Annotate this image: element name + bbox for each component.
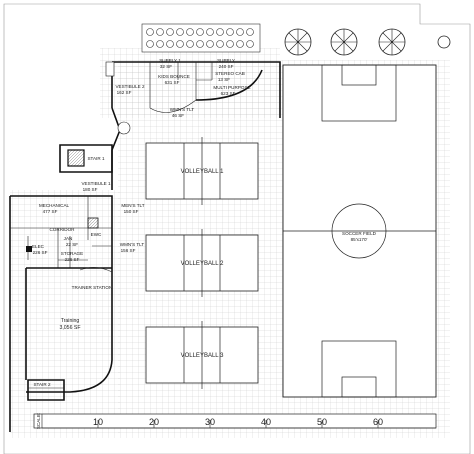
room-labels: SUPPLY 1 32 SF SUPPLY 240 SF KIDS BOUNCE… bbox=[32, 58, 377, 387]
soccer-field bbox=[282, 64, 437, 398]
label-supply1: SUPPLY 1 bbox=[159, 58, 181, 63]
label-mechanical: MECHANICAL bbox=[39, 203, 70, 208]
label-volleyball-1: VOLLEYBALL 1 bbox=[181, 169, 224, 175]
scale-tick-50: 50 bbox=[317, 417, 327, 427]
label-elec-area: 226 SF bbox=[33, 250, 48, 255]
label-volleyball-2: VOLLEYBALL 2 bbox=[181, 261, 224, 267]
label-supply: SUPPLY bbox=[217, 58, 235, 63]
label-supply1-area: 32 SF bbox=[160, 64, 172, 69]
west-wing-walls bbox=[9, 195, 113, 432]
tree-planting-row bbox=[141, 23, 261, 53]
volleyball-court-1 bbox=[145, 137, 259, 205]
label-womens-tlt-area: 46 SF bbox=[172, 113, 184, 118]
label-stair1: STAIR 1 bbox=[87, 156, 104, 161]
volleyball-court-2 bbox=[145, 229, 259, 297]
label-vestibule1-area: 180 SF bbox=[83, 187, 98, 192]
label-elec: ELEC bbox=[32, 244, 45, 249]
label-ewc: EWC bbox=[91, 232, 102, 237]
label-training-area: 3,056 SF bbox=[59, 325, 80, 331]
scale-tick-40: 40 bbox=[261, 417, 271, 427]
volleyball-court-3 bbox=[145, 321, 259, 389]
label-wmns-tlt2: WMN'S TLT bbox=[120, 242, 145, 247]
scale-tick-20: 20 bbox=[149, 417, 159, 427]
north-wing-floor bbox=[100, 48, 280, 118]
label-volleyball-3: VOLLEYBALL 3 bbox=[181, 353, 224, 359]
label-kids-bounce-area: 631 SF bbox=[165, 80, 180, 85]
label-vestibule1: VESTIBULE 1 bbox=[81, 181, 111, 186]
label-kids-bounce: KIDS BOUNCE bbox=[158, 74, 190, 79]
label-soccer-field: SOCCER FIELD bbox=[342, 231, 377, 236]
label-stair2: STAIR 2 bbox=[33, 382, 50, 387]
large-tree-symbols bbox=[284, 28, 451, 56]
label-storage: STORAGE bbox=[61, 251, 83, 256]
scale-label: SCALE: bbox=[36, 413, 41, 429]
label-stereo-cab: STEREO CAB bbox=[215, 71, 245, 76]
label-vestibule2-area: 162 SF bbox=[117, 90, 132, 95]
label-soccer-field-size: 85'x170' bbox=[351, 237, 368, 242]
scale-tick-60: 60 bbox=[373, 417, 383, 427]
label-storage-area: 226 SF bbox=[65, 257, 80, 262]
label-jan-area: 22 SF bbox=[66, 242, 78, 247]
label-mens-tlt: MEN'S TLT bbox=[121, 203, 144, 208]
scale-tick-30: 30 bbox=[205, 417, 215, 427]
label-stereo-cab-area: 13 SF bbox=[218, 77, 230, 82]
label-mens-tlt-area: 150 SF bbox=[124, 209, 139, 214]
core-walls bbox=[59, 107, 131, 190]
label-jan: JAN bbox=[64, 236, 73, 241]
label-multi-purpose-area: 623 SF bbox=[221, 91, 236, 96]
label-vestibule2: VESTIBULE 2 bbox=[115, 84, 145, 89]
north-wing-walls bbox=[105, 61, 281, 118]
label-wmns-tlt2-area: 156 SF bbox=[121, 248, 136, 253]
label-mechanical-area: 477 SF bbox=[43, 209, 58, 214]
label-multi-purpose: MULTI PURPOSE bbox=[213, 85, 250, 90]
scale-bar: SCALE: 10 20 30 40 50 60 bbox=[33, 413, 437, 429]
scale-tick-10: 10 bbox=[93, 417, 103, 427]
label-corridor: CORRIDOR bbox=[49, 227, 75, 232]
property-line bbox=[3, 3, 471, 454]
label-womens-tlt: WMN'S TLT bbox=[170, 107, 195, 112]
label-trainer-station: TRAINER STATION bbox=[72, 285, 113, 290]
label-training: Training bbox=[61, 318, 80, 324]
label-supply-area: 240 SF bbox=[219, 64, 234, 69]
